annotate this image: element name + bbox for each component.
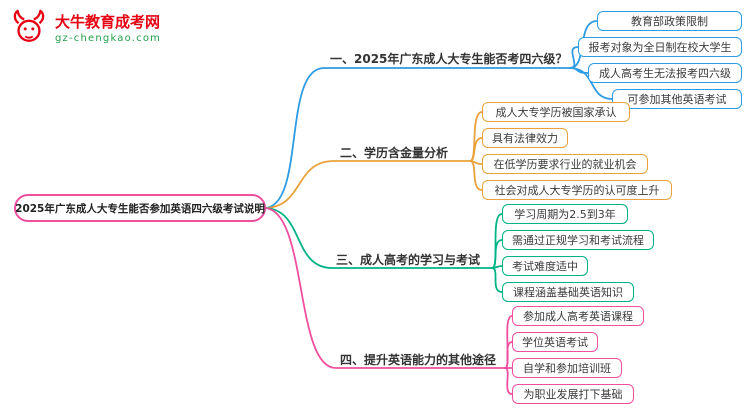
site-logo[interactable]: 大牛教育成考网 gz-chengkao.com	[10, 8, 161, 50]
connector-path	[504, 367, 513, 395]
connector-path	[491, 267, 503, 293]
leaf-node: 可参加其他英语考试	[612, 89, 742, 109]
site-url: gz-chengkao.com	[55, 32, 162, 44]
leaf-node: 成人高考生无法报考四六级	[588, 63, 742, 83]
leaf-node: 自学和参加培训班	[512, 358, 622, 378]
bull-logo-icon	[10, 8, 48, 50]
root-node: 2025年广东成人大专生能否参加英语四六级考试说明	[14, 194, 266, 222]
leaf-node: 成人大专学历被国家承认	[482, 102, 630, 122]
connector-path	[469, 111, 483, 162]
branch2-connectors	[263, 111, 483, 209]
connector-path	[263, 207, 493, 269]
leaf-node: 在低学历要求行业的就业机会	[482, 154, 648, 174]
branch1-connectors	[263, 20, 613, 209]
leaf-node: 报考对象为全日制在校大学生	[578, 37, 742, 57]
connector-path	[263, 207, 506, 369]
leaf-node: 课程涵盖基础英语知识	[502, 282, 634, 302]
connector-path	[263, 67, 571, 209]
leaf-node: 参加成人高考英语课程	[512, 306, 644, 326]
branch4-connectors	[263, 207, 513, 395]
leaf-node: 需通过正规学习和考试流程	[502, 230, 654, 250]
connector-path	[569, 67, 613, 100]
leaf-node: 为职业发展打下基础	[512, 384, 634, 404]
branch-node-1: 一、2025年广东成人大专生能否考四六级？	[330, 52, 568, 66]
branch3-connectors	[263, 207, 503, 293]
leaf-node: 学习周期为2.5到3年	[502, 204, 628, 224]
connector-path	[469, 160, 483, 191]
branch-node-3: 三、成人高考的学习与考试	[336, 253, 481, 267]
connector-path	[263, 160, 471, 209]
leaf-node: 考试难度适中	[502, 256, 588, 276]
branch-node-4: 四、提升英语能力的其他途径	[340, 353, 497, 367]
leaf-node: 社会对成人大专学历的认可度上升	[482, 180, 672, 200]
connector-path	[491, 239, 503, 269]
leaf-node: 教育部政策限制	[597, 11, 742, 31]
leaf-node: 学位英语考试	[512, 332, 598, 352]
site-name: 大牛教育成考网	[55, 12, 161, 31]
site-logo-text: 大牛教育成考网 gz-chengkao.com	[55, 12, 162, 45]
leaf-node: 具有法律效力	[482, 128, 568, 148]
branch-node-2: 二、学历含金量分析	[340, 146, 449, 160]
